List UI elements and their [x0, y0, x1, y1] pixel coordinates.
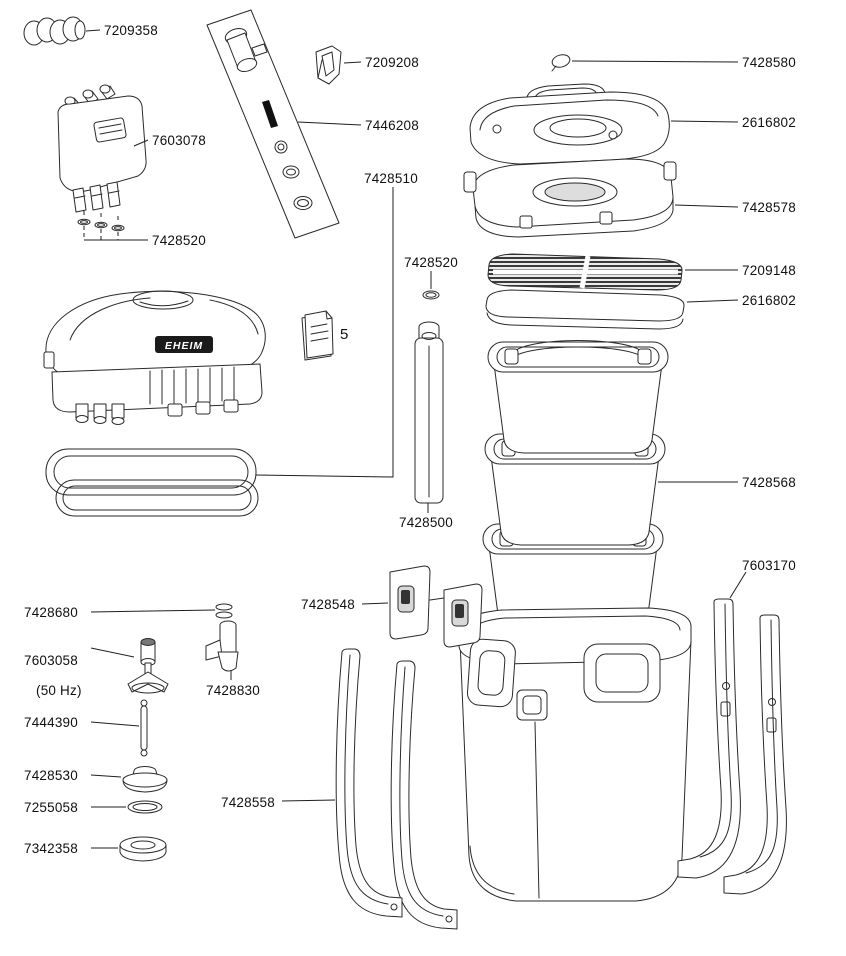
part-7444390-art: [140, 699, 148, 757]
part-label-7446208: 7446208: [365, 118, 419, 133]
brand-text: EHEIM: [165, 340, 203, 352]
part-7428510-art: [45, 448, 259, 517]
part-label-7342358: 7342358: [24, 841, 78, 856]
part-label-7603058: 7603058 (50 Hz): [24, 653, 82, 698]
part-label-2616802-foam: 2616802: [742, 293, 796, 308]
manual-ref-label: 5: [340, 326, 349, 343]
part-7428520-oring-mid-art: [422, 290, 440, 300]
part-7428530-art: [122, 766, 168, 793]
part-label-7209208: 7209208: [365, 55, 419, 70]
part-7209208-art: [315, 45, 342, 85]
part-7428520-orings-left-art: [77, 218, 125, 232]
part-7428578-art: [463, 158, 677, 238]
part-label-7428580: 7428580: [742, 55, 796, 70]
part-label-7428520-left: 7428520: [152, 233, 206, 248]
part-7209358-art: [23, 16, 86, 46]
part-7428568-baskets-art: [482, 340, 669, 636]
part-7209148-art: [487, 253, 683, 291]
manual-icon: [301, 310, 334, 361]
part-label-7428680: 7428680: [24, 605, 78, 620]
part-7603170-rails-art: [677, 598, 787, 895]
part-label-7428510: 7428510: [364, 171, 418, 186]
part-label-7428520-mid: 7428520: [404, 255, 458, 270]
part-label-7428500: 7428500: [399, 515, 453, 530]
part-7428580-art: [551, 54, 571, 72]
part-label-7428830: 7428830: [206, 683, 260, 698]
canister-art: [458, 607, 692, 902]
part-label-7444390: 7444390: [24, 715, 78, 730]
part-label-7428530: 7428530: [24, 768, 78, 783]
part-7255058-art: [127, 800, 163, 814]
part-7428680-art: [215, 603, 233, 619]
part-label-7209358: 7209358: [104, 23, 158, 38]
part-label-7603170: 7603170: [742, 558, 796, 573]
leader-lines: [83, 29, 747, 849]
part-label-2616802-top: 2616802: [742, 115, 796, 130]
pump-head-art: EHEIM: [43, 290, 266, 425]
part-label-7603078: 7603078: [152, 133, 206, 148]
part-7428500-art: [414, 321, 444, 504]
part-7342358-art: [119, 836, 167, 862]
part-label-7428548: 7428548: [301, 597, 355, 612]
part-label-7255058: 7255058: [24, 800, 78, 815]
part-7603078-art: [57, 84, 147, 213]
part-label-7428568: 7428568: [742, 475, 796, 490]
part-label-7428558: 7428558: [221, 795, 275, 810]
part-label-7428578: 7428578: [742, 200, 796, 215]
part-label-7209148: 7209148: [742, 263, 796, 278]
part-7428830-art: [205, 620, 239, 672]
part-7428558-rails-art: [335, 648, 458, 930]
part-7428548-art: [389, 565, 483, 648]
part-7446208-art: [206, 9, 340, 239]
part-2616802-top-art: [469, 83, 670, 165]
part-2616802-foam-art: [485, 289, 685, 330]
part-7603058-art: [127, 638, 169, 694]
